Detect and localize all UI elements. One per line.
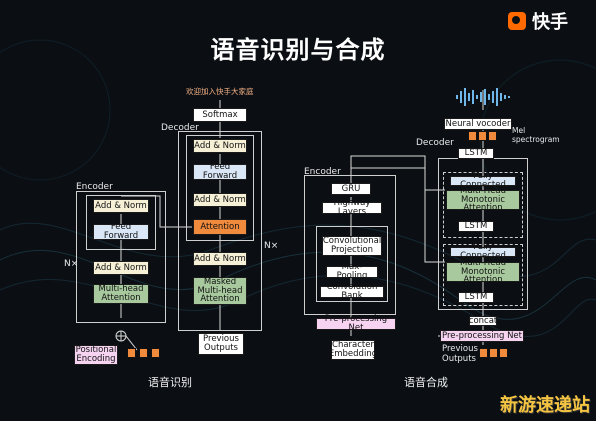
encoder-inner-frame (86, 195, 156, 250)
previous-outputs-left: Previous Outputs (198, 333, 244, 355)
max-pooling-block: Max-Pooling (326, 263, 378, 280)
encoder-frame-left (76, 191, 166, 323)
encoder-feed-forward: Feed Forward (93, 223, 149, 240)
welcome-text: 欢迎加入快手大家庭 (186, 87, 254, 96)
brand-logo: 快手 (508, 8, 568, 34)
previous-outputs-right: Previous Outputs (442, 344, 478, 365)
decoder-layer-top (443, 172, 523, 238)
decoder-feed-forward: Feed Forward (193, 163, 247, 180)
decoder-layer-bottom (443, 244, 523, 306)
decoder-masked-multi-head-attention: Masked Multi-head Attention (193, 277, 247, 305)
encoder-add-norm-bottom: Add & Norm (93, 261, 149, 275)
encoder-label-right: Encoder (304, 167, 341, 177)
input-token-1 (127, 348, 136, 358)
watermark: 新游速递站 (500, 395, 590, 416)
cbhg-frame (316, 226, 388, 302)
highway-layers-block: Highway Layers (322, 199, 382, 216)
encoder-add-norm-top: Add & Norm (93, 199, 149, 213)
decoder-add-norm-1: Add & Norm (193, 139, 247, 153)
lstm-middle-block: LSTM (458, 221, 494, 232)
nx-label-right: N× (264, 241, 279, 251)
mel-frame-3 (488, 131, 497, 141)
caption-speech-synthesis: 语音合成 (404, 376, 448, 389)
decoder-frame-left (178, 131, 262, 331)
decoder-attention: Attention (193, 219, 247, 235)
lstm-bottom-block: LSTM (458, 292, 494, 303)
monotonic-attention-bottom: Multi-Head Monotonic Attention (446, 258, 520, 285)
softmax-block: Softmax (193, 108, 247, 122)
prev-frame-1 (479, 348, 488, 358)
positional-encoding-block: Positional Encoding (74, 345, 118, 365)
convolutional-projection-block: Convolutional Projection (322, 236, 382, 256)
encoder-frame-right (304, 175, 396, 315)
waveform-icon (456, 88, 510, 106)
fully-connected-bottom: Fully Connected (450, 243, 516, 260)
nx-label-left: N× (64, 259, 79, 269)
prev-frame-3 (499, 348, 508, 358)
lstm-top-block: LSTM (458, 148, 494, 159)
decoder-add-norm-2: Add & Norm (193, 193, 247, 207)
input-token-2 (139, 348, 148, 358)
page-title: 语音识别与合成 (210, 36, 386, 64)
pre-processing-net-encoder: Pre-processing Net (316, 315, 396, 332)
logo-text: 快手 (532, 12, 568, 33)
mel-frame-1 (468, 131, 477, 141)
pre-processing-net-decoder: Pre-processing Net (440, 330, 524, 342)
prev-frame-2 (489, 348, 498, 358)
gru-block: GRU (331, 183, 371, 195)
decoder-label-right: Decoder (416, 138, 454, 148)
decoder-add-norm-3: Add & Norm (193, 252, 247, 266)
concat-block: concat (468, 315, 498, 326)
convolution-bank-block: Convolution Bank (320, 283, 384, 300)
encoder-multi-head-attention: Multi-head Attention (93, 284, 149, 304)
neural-vocoder-block: Neural vocoder (444, 118, 512, 130)
mel-frame-2 (478, 131, 487, 141)
input-token-3 (151, 348, 160, 358)
decoder-label-left: Decoder (161, 123, 199, 133)
character-embedding-block: Character Embedding (328, 340, 378, 360)
encoder-label-left: Encoder (76, 182, 113, 192)
fully-connected-top: Fully Connected (450, 172, 516, 189)
monotonic-attention-top: Multi-Head Monotonic Attention (446, 186, 520, 213)
kuaishou-logo-icon (508, 12, 526, 30)
caption-speech-recognition: 语音识别 (148, 376, 192, 389)
decoder-inner-frame (186, 135, 254, 241)
mel-spectrogram-label: Mel spectrogram (512, 126, 560, 144)
